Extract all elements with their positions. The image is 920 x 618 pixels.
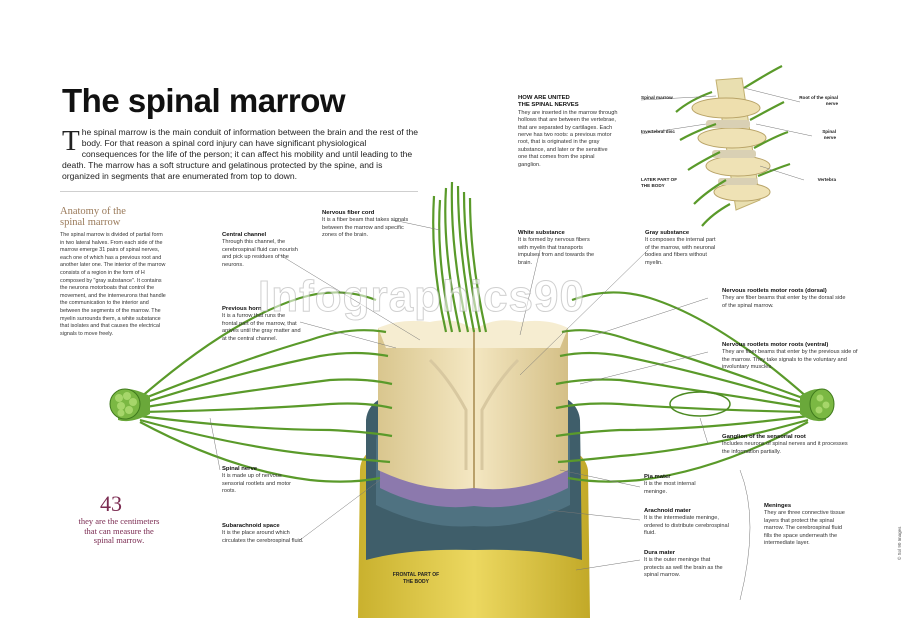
label-dorsal-roots: Nervous rootlets motor roots (dorsal) Th… bbox=[722, 288, 846, 309]
label-vertebra: Vertebra bbox=[817, 177, 836, 182]
image-credit: © Sol 90 Images bbox=[897, 526, 902, 560]
anatomy-body: The spinal marrow is divided of partial … bbox=[60, 232, 166, 337]
label-subarachnoid: Subarachnoid space It is the place aroun… bbox=[222, 523, 304, 544]
label-central-channel: Central channel Through this channel, th… bbox=[222, 232, 298, 268]
label-ganglion: Ganglion of the sensorial root Includes … bbox=[722, 434, 848, 455]
how-title-line2: THE SPINAL NERVES bbox=[518, 102, 579, 109]
left-nerve-roots bbox=[139, 291, 393, 483]
label-pia-mater: Pia mater It is the most internal mening… bbox=[644, 474, 696, 495]
left-nerve-end bbox=[109, 388, 150, 422]
label-intervertebral-disc: Invertebral disc bbox=[641, 129, 675, 134]
label-white-substance: White substance It is formed by nervous … bbox=[518, 230, 595, 266]
anatomy-heading: Anatomy of the spinal marrow bbox=[60, 206, 126, 228]
label-dura-mater: Dura mater It is the outer meninge that … bbox=[644, 550, 723, 579]
intro-dropcap: T bbox=[62, 125, 80, 157]
label-meninges: Meninges They are three connective tissu… bbox=[764, 503, 845, 547]
watermark: Infographics90 bbox=[258, 272, 585, 322]
stat-text: they are the centimeters that can measur… bbox=[78, 516, 160, 545]
label-frontal-part: FRONTAL PART OF THE BODY bbox=[392, 572, 440, 585]
label-later-part: LATER PART OF THE BODY bbox=[641, 177, 678, 188]
right-nerve-roots bbox=[555, 291, 809, 483]
vertebral-column-inset bbox=[675, 65, 791, 227]
sensorial-ganglion bbox=[669, 391, 731, 417]
divider bbox=[60, 191, 418, 192]
label-gray-substance: Gray substance It composes the internal … bbox=[645, 230, 716, 266]
how-body: They are inserted in the marrow through … bbox=[518, 109, 618, 168]
label-previous-horn: Previous horn It is a furrow that runs t… bbox=[222, 306, 301, 342]
stat-number: 43 bbox=[100, 491, 122, 516]
intro-text: he spinal marrow is the main conduit of … bbox=[62, 127, 419, 181]
label-arachnoid: Arachnoid mater It is the intermediate m… bbox=[644, 508, 729, 537]
label-spinal-nerve: Spinal nerve It is made up of nervous se… bbox=[222, 466, 292, 495]
label-spinal-nerve-inset: Spinal nerve bbox=[822, 129, 836, 140]
anatomy-heading-line1: Anatomy of the bbox=[60, 206, 126, 217]
page-title: The spinal marrow bbox=[62, 82, 346, 119]
label-ventral-roots: Nervous rootlets motor roots (ventral) T… bbox=[722, 342, 858, 371]
how-united-block: HOW ARE UNITED THE SPINAL NERVES They ar… bbox=[518, 95, 618, 169]
intro-paragraph: T he spinal marrow is the main conduit o… bbox=[62, 127, 422, 182]
label-root-spinal-nerve: Root of the spinal nerve bbox=[799, 95, 838, 106]
label-spinal-marrow: Spinal marrow bbox=[641, 95, 673, 100]
anatomy-heading-line2: spinal marrow bbox=[60, 217, 121, 228]
right-nerve-end bbox=[800, 388, 835, 422]
label-nervous-fiber-cord: Nervous fiber cord It is a fiber beam th… bbox=[322, 210, 409, 239]
how-title-line1: HOW ARE UNITED bbox=[518, 95, 570, 101]
nervous-fiber-cord bbox=[432, 181, 488, 333]
